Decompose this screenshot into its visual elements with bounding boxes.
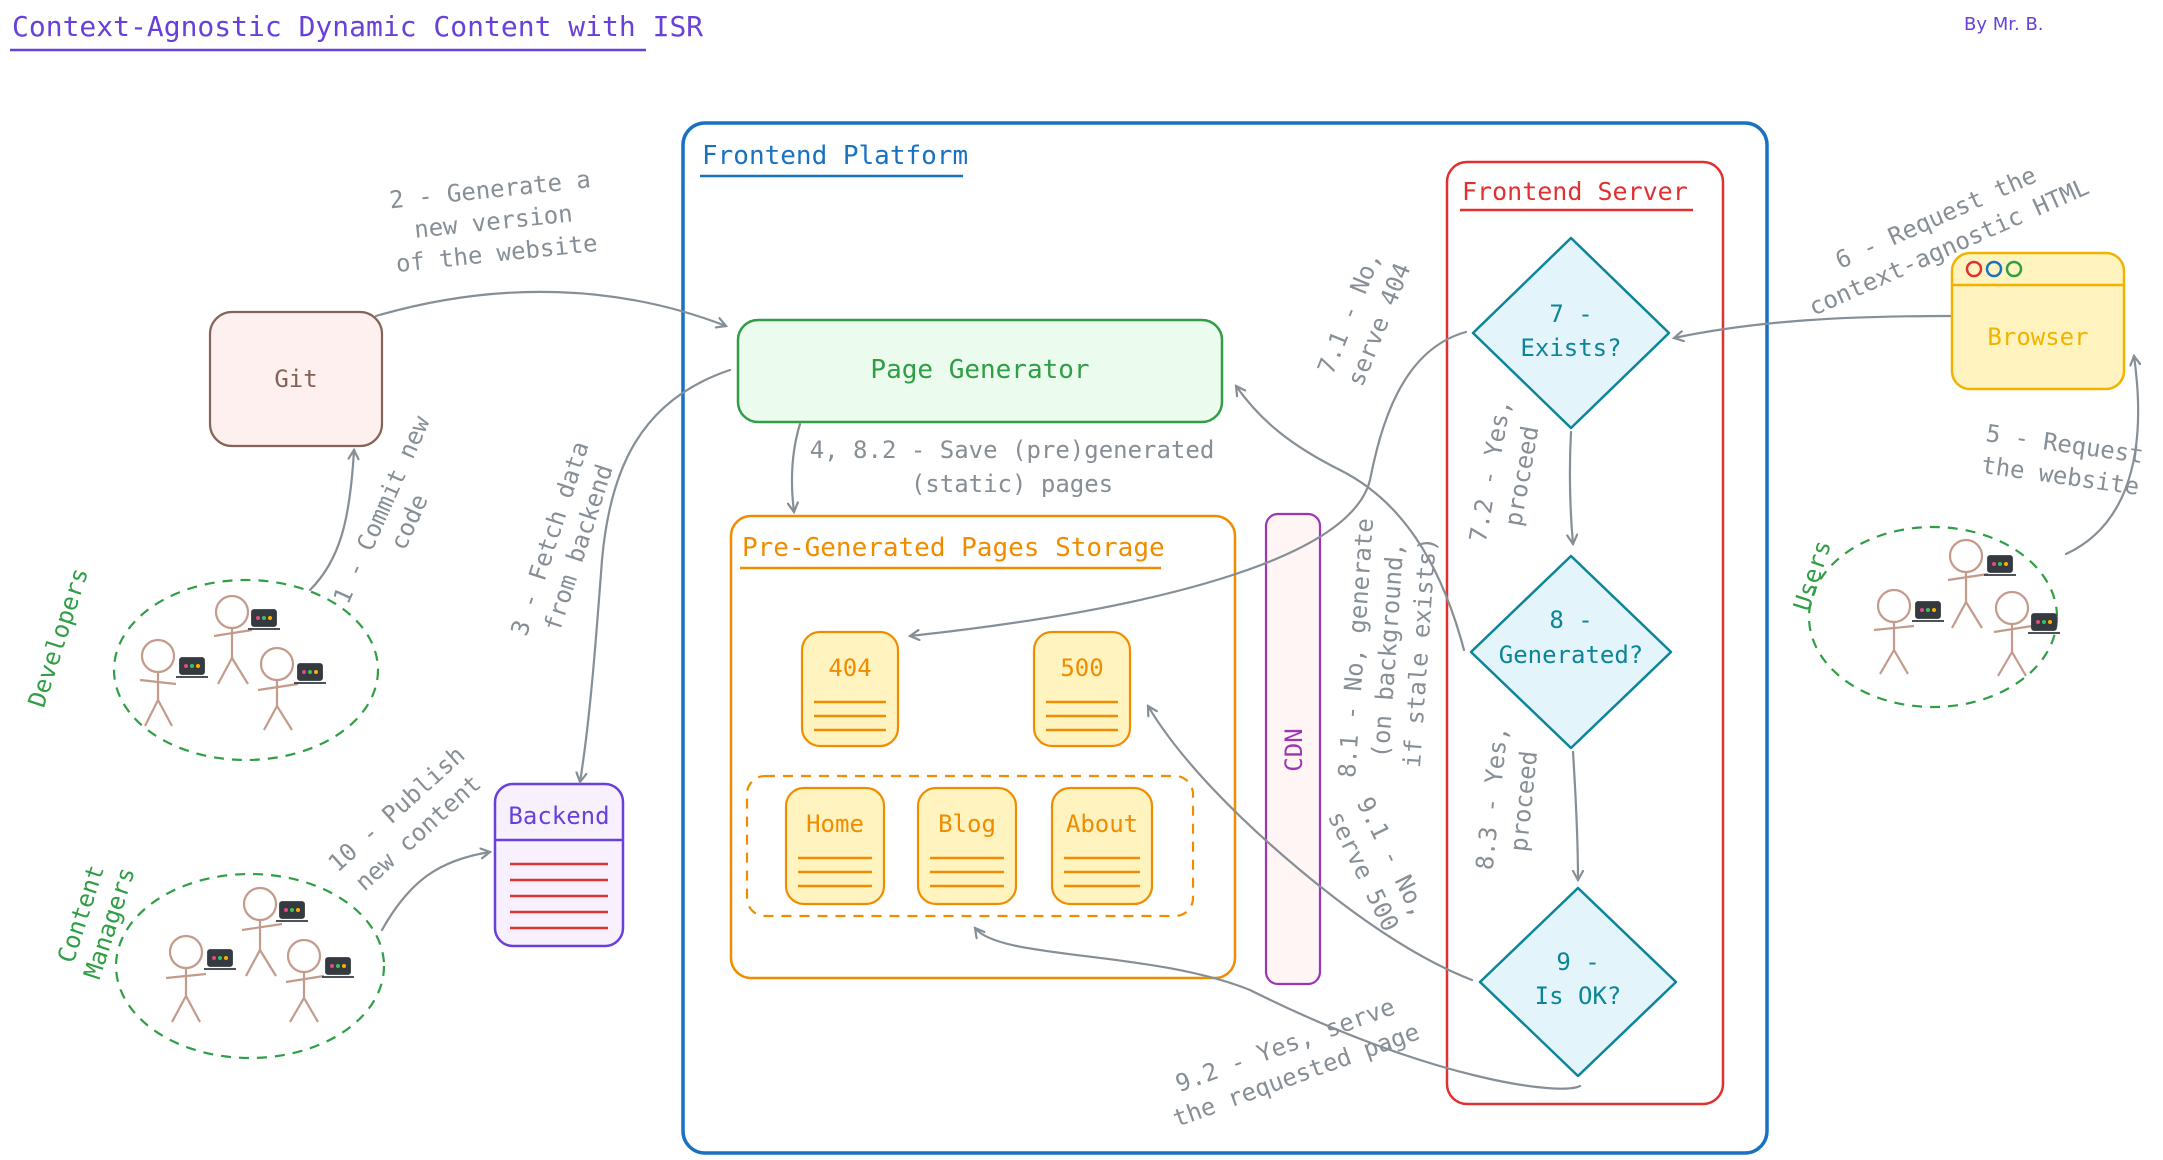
browser-minimize-dot — [1985, 260, 2003, 278]
browser-maximize-dot — [2005, 260, 2023, 278]
arrow-publish-content — [380, 852, 490, 932]
page-card-500: 500 — [1032, 630, 1132, 748]
decision-generated-line2: Generated? — [1499, 641, 1644, 669]
git-label: Git — [274, 365, 317, 393]
user-figure-3 — [1993, 590, 2033, 677]
browser-close-dot — [1965, 260, 1983, 278]
arrow-generate-background — [1236, 386, 1466, 652]
laptop-icon — [1912, 601, 1944, 622]
browser-label: Browser — [1987, 323, 2088, 351]
laptop-icon — [2028, 613, 2060, 634]
decision-is-ok: 9 - Is OK? — [1478, 886, 1678, 1078]
arrow-request-website — [2064, 356, 2138, 556]
developer-figure-1 — [139, 638, 177, 727]
users-group — [1807, 525, 2060, 709]
arrow-serve-page — [975, 928, 1582, 1090]
page-card-404-label: 404 — [828, 654, 871, 682]
step-8-3-label: 8.3 - Yes, proceed — [1471, 725, 1544, 872]
arrow-exists-yes — [1570, 430, 1573, 544]
manager-figure-3 — [285, 938, 325, 1023]
flow-arrows — [308, 290, 2138, 1090]
arrow-generate-website — [374, 290, 726, 326]
arrow-request-html — [1674, 314, 1952, 338]
decision-is-ok-line1: 9 - — [1556, 948, 1599, 976]
user-figure-1 — [1873, 588, 1915, 675]
arrow-serve-500 — [1148, 706, 1474, 982]
user-figure-2 — [1947, 538, 1989, 629]
page-card-500-label: 500 — [1060, 654, 1103, 682]
frontend-platform-label: Frontend Platform — [702, 141, 968, 171]
page-card-blog: Blog — [916, 786, 1018, 906]
users-label: Users — [1788, 537, 1837, 614]
laptop-icon — [322, 957, 354, 978]
step-7-2-label: 7.2 - Yes, proceed — [1464, 397, 1544, 544]
step-4-line1: 4, 8.2 - Save (pre)generated — [810, 436, 1215, 464]
page-generator-box — [736, 318, 1224, 424]
laptop-icon — [176, 657, 208, 678]
arrow-generated-yes — [1571, 750, 1578, 880]
step-5-label: 5 - Request the website — [1980, 419, 2146, 501]
step-4-label: 4, 8.2 - Save (pre)generated (static) pa… — [810, 436, 1215, 498]
laptop-icon — [248, 609, 280, 630]
page-generator-label: Page Generator — [870, 355, 1089, 385]
frontend-server-label: Frontend Server — [1462, 177, 1688, 206]
author-label: By Mr. B. — [1964, 14, 2044, 35]
git-box — [208, 310, 384, 448]
cdn-label: CDN — [1280, 728, 1308, 771]
decision-exists: 7 - Exists? — [1471, 236, 1671, 430]
backend-box: Backend — [493, 782, 625, 948]
step-8-1-label: 8.1 - No, generate (on background, if st… — [1333, 517, 1442, 778]
step-7-1-label: 7.1 - No, serve 404 — [1312, 247, 1416, 390]
manager-figure-1 — [165, 934, 207, 1023]
page-card-blog-label: Blog — [938, 810, 996, 838]
arrow-fetch-data — [580, 368, 732, 782]
developers-group — [112, 578, 380, 762]
cdn-box — [1264, 512, 1322, 986]
developer-figure-2 — [213, 594, 253, 685]
step-4-line2: (static) pages — [911, 470, 1113, 498]
page-card-about: About — [1050, 786, 1154, 906]
laptop-icon — [1984, 555, 2016, 576]
decision-generated-line1: 8 - — [1549, 606, 1592, 634]
step-3-label: 3 - Fetch data from backend — [505, 438, 618, 639]
arrow-serve-404 — [910, 330, 1468, 636]
browser-window: Browser — [1950, 251, 2126, 391]
step-9-1-label: 9.1 - No, serve 500 — [1322, 793, 1433, 936]
decision-is-ok-line2: Is OK? — [1535, 982, 1622, 1010]
decision-generated: 8 - Generated? — [1469, 554, 1673, 750]
decision-exists-line1: 7 - — [1549, 300, 1592, 328]
page-card-home-label: Home — [806, 810, 864, 838]
step-2-label: 2 - Generate a new version of the websit… — [388, 165, 599, 278]
page-card-about-label: About — [1066, 810, 1138, 838]
page-card-home: Home — [784, 786, 886, 906]
content-managers-group — [114, 872, 386, 1060]
diagram-title: Context-Agnostic Dynamic Content with IS… — [12, 10, 703, 43]
laptop-icon — [276, 901, 308, 922]
frontend-platform-box — [681, 121, 1769, 1155]
arrow-save-pages — [792, 422, 802, 512]
manager-figure-2 — [241, 886, 283, 977]
page-card-404: 404 — [800, 630, 900, 748]
laptop-icon — [204, 949, 236, 970]
developer-figure-3 — [257, 646, 299, 731]
laptop-icon — [294, 663, 326, 684]
content-pages-group — [745, 774, 1195, 918]
frontend-server-box — [1445, 160, 1725, 1106]
content-managers-label: Content Managers — [52, 861, 141, 982]
step-10-label: 10 - Publish new content — [323, 741, 487, 897]
decision-exists-line2: Exists? — [1520, 334, 1621, 362]
developers-label: Developers — [23, 564, 94, 710]
step-8-3-line2: proceed — [1505, 749, 1543, 853]
pages-storage-box — [729, 514, 1237, 980]
arrow-commit-code — [308, 450, 354, 592]
pages-storage-label: Pre-Generated Pages Storage — [742, 533, 1165, 563]
backend-label: Backend — [508, 802, 609, 830]
